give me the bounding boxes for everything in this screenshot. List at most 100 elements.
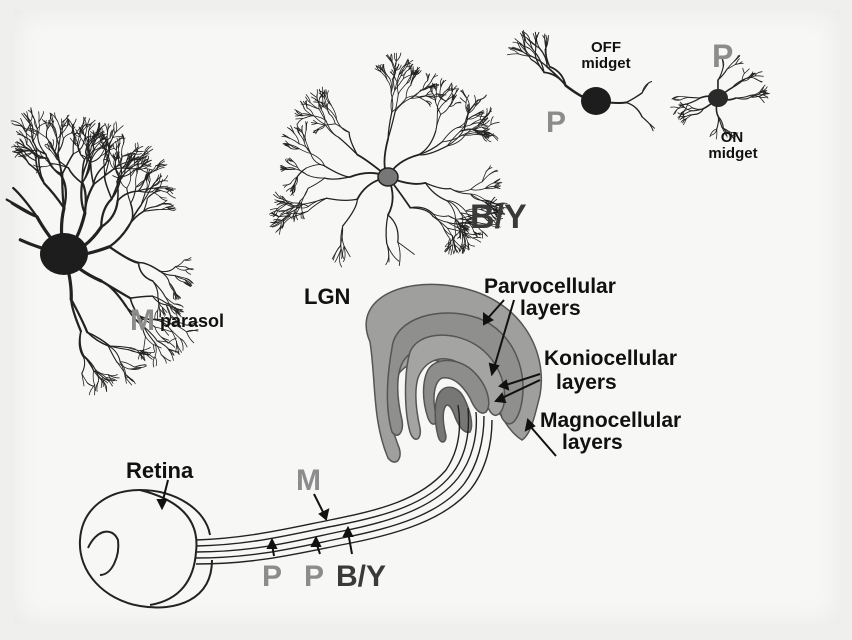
- dendrite-branch: [759, 91, 769, 94]
- dendrite-branch: [321, 101, 325, 108]
- dendrite-branch: [397, 82, 399, 95]
- dendrite-branch: [455, 101, 461, 104]
- dendrite-branch: [128, 210, 145, 226]
- dendrite-branch: [426, 93, 433, 96]
- dendrite-branch: [459, 120, 468, 132]
- dendrite-branch: [296, 202, 302, 214]
- dendrite-branch: [137, 187, 155, 192]
- dendrite-branch: [472, 128, 483, 135]
- dendrite-branch: [170, 307, 176, 315]
- dendrite-branch: [328, 113, 336, 125]
- dendrite-branch: [677, 112, 685, 115]
- dendrite-branch: [28, 127, 38, 132]
- dendrite-branch: [385, 242, 390, 266]
- dendrite-branch: [130, 152, 134, 161]
- dendrite-branch: [86, 382, 94, 387]
- dendrite-branch: [290, 144, 300, 150]
- dendrite-branch: [137, 261, 161, 273]
- dendrite-branch: [183, 281, 191, 286]
- dendrite-branch: [126, 176, 132, 189]
- off-midget-soma: [581, 87, 611, 115]
- dendrite-branch: [42, 182, 66, 210]
- dendrite-branch: [445, 91, 453, 102]
- dendrite-branch: [109, 130, 113, 139]
- dendrite-branch: [425, 72, 429, 82]
- dendrite-branch: [152, 356, 156, 368]
- dendrite-branch: [276, 221, 282, 232]
- dendrite-branch: [446, 200, 461, 214]
- dendrite-branch: [432, 213, 444, 229]
- dendrite-branch: [72, 118, 77, 127]
- dendrite-branch: [22, 149, 35, 153]
- dendrite-branch: [116, 190, 139, 202]
- dendrite-branch: [317, 124, 326, 130]
- dendrite-branch: [286, 208, 293, 212]
- dendrite-branch: [24, 127, 39, 137]
- dendrite-branch: [453, 239, 462, 247]
- dendrite-branch: [759, 86, 768, 93]
- dendrite-branch: [730, 132, 738, 136]
- dendrite-branch: [286, 208, 293, 213]
- parvocellular-label-line1: Parvocellular: [484, 275, 616, 298]
- dendrite-branch: [295, 118, 304, 120]
- dendrite-branch: [139, 347, 151, 351]
- dendrite-branch: [327, 107, 337, 120]
- dendrite-branch: [143, 209, 158, 212]
- dendrite-branch: [459, 97, 467, 104]
- dendrite-branch: [489, 169, 498, 175]
- dendrite-branch: [759, 84, 766, 93]
- dendrite-branch: [80, 181, 87, 215]
- dendrite-branch: [12, 186, 39, 218]
- dendrite-branch: [166, 191, 176, 199]
- dendrite-branch: [444, 241, 451, 248]
- dendrite-branch: [141, 162, 152, 167]
- dendrite-branch: [44, 145, 52, 151]
- dendrite-branch: [641, 82, 649, 94]
- dendrite-branch: [174, 309, 178, 320]
- dendrite-branch: [526, 38, 540, 49]
- dendrite-branch: [397, 83, 408, 95]
- dendrite-branch: [406, 74, 412, 84]
- dendrite-branch: [46, 137, 56, 153]
- dendrite-branch: [385, 214, 389, 244]
- dendrite-branch: [466, 104, 469, 112]
- dendrite-branch: [461, 233, 463, 245]
- dendrite-branch: [118, 168, 123, 182]
- dendrite-branch: [425, 100, 431, 107]
- dendrite-branch: [151, 295, 167, 306]
- dendrite-branch: [750, 91, 761, 98]
- dendrite-branch: [477, 115, 487, 118]
- dendrite-branch: [331, 245, 341, 260]
- dendrite-branch: [301, 202, 303, 213]
- dendrite-branch: [481, 115, 486, 124]
- dendrite-branch: [544, 33, 547, 50]
- dendrite-branch: [476, 225, 484, 228]
- dendrite-branch: [305, 121, 308, 131]
- dendrite-branch: [15, 131, 30, 141]
- dendrite-branch: [280, 210, 286, 215]
- dendrite-branch: [743, 77, 756, 80]
- dendrite-branch: [158, 180, 169, 183]
- dendrite-branch: [456, 124, 472, 129]
- dendrite-branch: [439, 78, 443, 88]
- dendrite-branch: [680, 109, 686, 114]
- dendrite-branch: [446, 133, 467, 147]
- m-parasol-word: parasol: [160, 311, 225, 331]
- dendrite-branch: [306, 100, 308, 109]
- dendrite-branch: [461, 231, 473, 239]
- dendrite-branch: [116, 362, 127, 376]
- dendrite-branch: [143, 145, 150, 156]
- dendrite-branch: [440, 79, 447, 88]
- dendrite-branch: [81, 162, 88, 184]
- dendrite-branch: [86, 146, 90, 164]
- dendrite-branch: [156, 340, 170, 343]
- dendrite-branch: [56, 129, 62, 140]
- dendrite-branch: [516, 41, 522, 51]
- dendrite-branch: [176, 341, 182, 353]
- dendrite-branch: [179, 338, 184, 351]
- dendrite-branch: [299, 133, 305, 143]
- dendrite-branch: [297, 127, 300, 135]
- dendrite-branch: [175, 259, 185, 267]
- dendrite-branch: [186, 331, 195, 344]
- dendrite-branch: [108, 245, 140, 264]
